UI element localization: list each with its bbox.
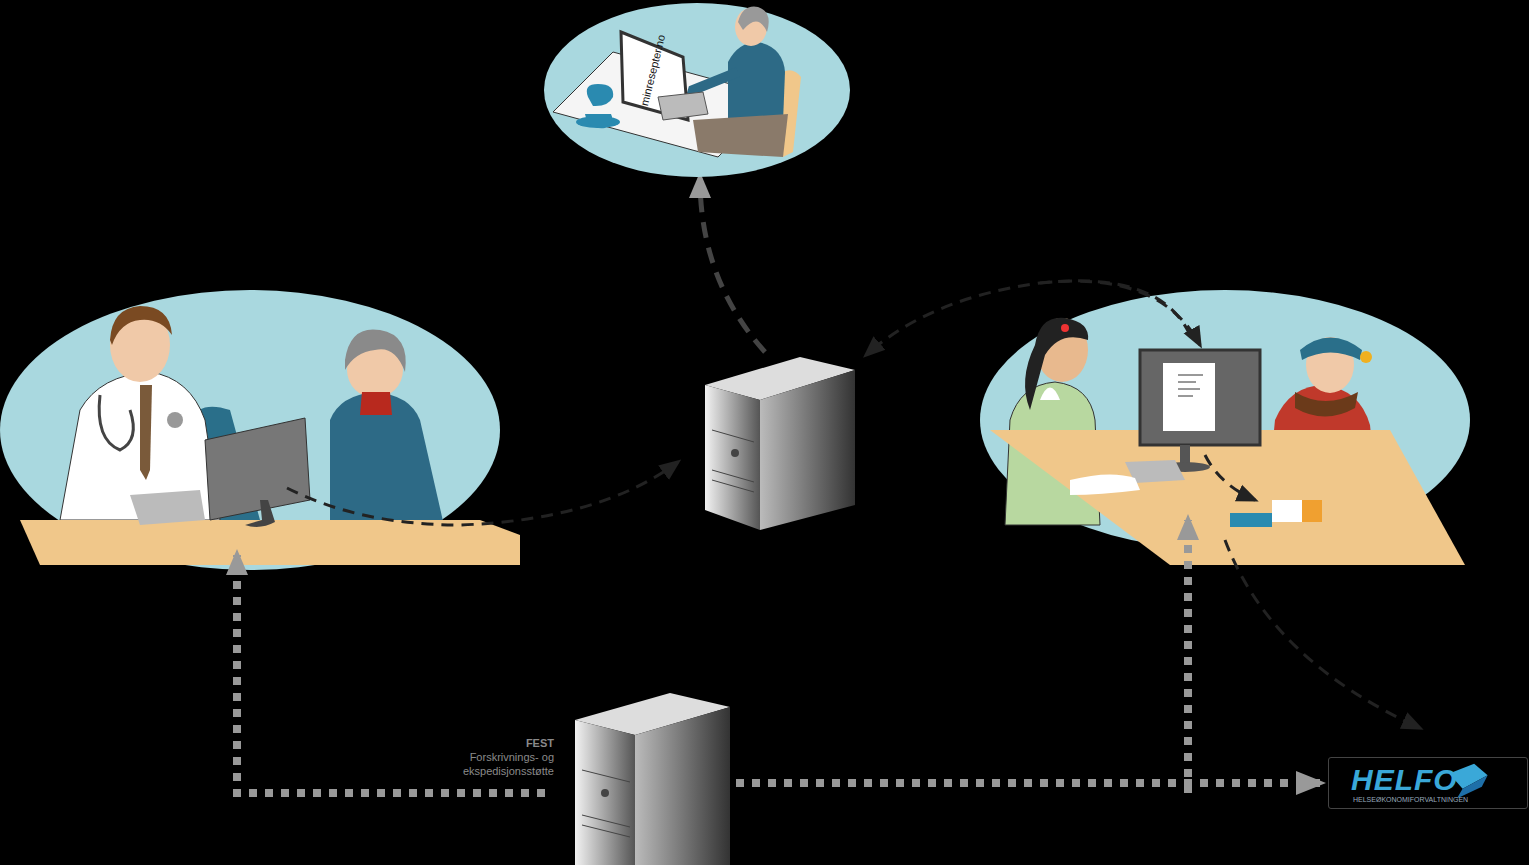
dotted-connector xyxy=(736,779,1324,787)
server-description: Forskrivnings- og ekspedisjonsstøtte xyxy=(436,750,554,778)
prescription-server xyxy=(705,357,855,530)
helfo-logo: HELFOHELSEØKONOMIFORVALTNINGEN xyxy=(1328,757,1528,809)
home-scene: minresepter.no xyxy=(543,2,851,178)
doctor-scene xyxy=(0,290,520,570)
message-flow xyxy=(237,178,1420,793)
fest-server: FESTForskrivnings- og ekspedisjonsstøtte xyxy=(380,690,732,865)
home-illustration xyxy=(543,2,851,178)
logo-subtitle: HELSEØKONOMIFORVALTNINGEN xyxy=(1353,796,1468,804)
server-name: FEST xyxy=(526,736,554,750)
pharmacy-scene xyxy=(980,290,1470,565)
logo-word: HELFO xyxy=(1351,764,1458,796)
server-icon xyxy=(380,690,732,865)
